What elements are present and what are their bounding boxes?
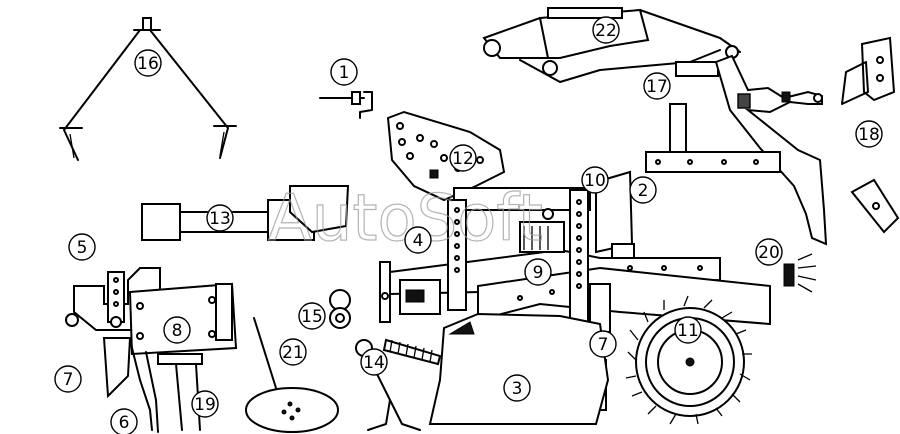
callout-14: 14	[360, 348, 388, 376]
callout-circle	[855, 120, 883, 148]
callout-circle	[163, 316, 191, 344]
pin-part	[319, 91, 373, 119]
callout-16: 16	[134, 49, 162, 77]
callout-circle	[581, 166, 609, 194]
callout-circle	[674, 316, 702, 344]
callout-number: 13	[209, 209, 231, 229]
callout-18: 18	[855, 120, 883, 148]
washers	[329, 289, 351, 329]
callout-circle	[449, 144, 477, 172]
callout-number: 11	[677, 321, 699, 341]
callout-number: 22	[595, 21, 617, 41]
callout-number: 17	[646, 77, 668, 97]
callout-number: 7	[598, 335, 609, 355]
callout-5: 5	[68, 233, 96, 261]
callout-circle	[360, 348, 388, 376]
callout-circle	[191, 390, 219, 418]
callout-8: 8	[163, 316, 191, 344]
headstock-plate	[386, 110, 506, 202]
callout-circle	[330, 58, 358, 86]
callout-number: 9	[533, 263, 544, 283]
callout-circle	[629, 176, 657, 204]
callout-number: 3	[512, 379, 523, 399]
callout-number: 5	[77, 238, 88, 258]
callout-4: 4	[404, 226, 432, 254]
top-link	[675, 54, 828, 246]
callout-number: 10	[584, 171, 606, 191]
callout-20: 20	[755, 238, 783, 266]
callout-6: 6	[110, 408, 138, 434]
packer-wheel	[625, 295, 752, 425]
callout-circle	[589, 330, 617, 358]
callout-circle	[404, 226, 432, 254]
callout-11: 11	[674, 316, 702, 344]
callout-7: 7	[54, 365, 82, 393]
callout-number: 1	[339, 63, 350, 83]
disc	[245, 317, 339, 433]
callout-circle	[206, 204, 234, 232]
callout-13: 13	[206, 204, 234, 232]
callout-7: 7	[589, 330, 617, 358]
callout-number: 6	[119, 413, 130, 433]
share	[102, 337, 132, 399]
tine	[129, 339, 159, 433]
callout-19: 19	[191, 390, 219, 418]
callout-22: 22	[592, 16, 620, 44]
callout-number: 21	[282, 343, 304, 363]
callout-circle	[68, 233, 96, 261]
callout-number: 12	[452, 149, 474, 169]
rod-spring	[157, 353, 203, 431]
callout-number: 18	[858, 125, 880, 145]
callout-number: 15	[301, 307, 323, 327]
callout-15: 15	[298, 302, 326, 330]
callout-circle	[592, 16, 620, 44]
mouldboard	[428, 312, 610, 425]
brackets	[841, 36, 900, 234]
callout-number: 8	[172, 321, 183, 341]
callout-circle	[134, 49, 162, 77]
lamp	[783, 253, 817, 293]
callout-circle	[110, 408, 138, 434]
callout-circle	[755, 238, 783, 266]
callout-circle	[54, 365, 82, 393]
callout-circle	[298, 302, 326, 330]
callout-17: 17	[643, 72, 671, 100]
callout-number: 2	[638, 181, 649, 201]
callout-10: 10	[581, 166, 609, 194]
callout-circle	[279, 338, 307, 366]
callout-number: 4	[413, 231, 424, 251]
a-frame-stand	[59, 17, 237, 161]
callout-number: 20	[758, 243, 780, 263]
hitch-frame	[645, 103, 781, 173]
callout-number: 19	[194, 395, 216, 415]
callout-12: 12	[449, 144, 477, 172]
callout-9: 9	[524, 258, 552, 286]
clamp	[379, 199, 467, 323]
callout-21: 21	[279, 338, 307, 366]
callout-circle	[503, 374, 531, 402]
callout-1: 1	[330, 58, 358, 86]
callout-3: 3	[503, 374, 531, 402]
callout-number: 14	[363, 353, 385, 373]
callout-circle	[524, 258, 552, 286]
callout-2: 2	[629, 176, 657, 204]
callout-number: 16	[137, 54, 159, 74]
callout-circle	[643, 72, 671, 100]
callout-number: 7	[63, 370, 74, 390]
